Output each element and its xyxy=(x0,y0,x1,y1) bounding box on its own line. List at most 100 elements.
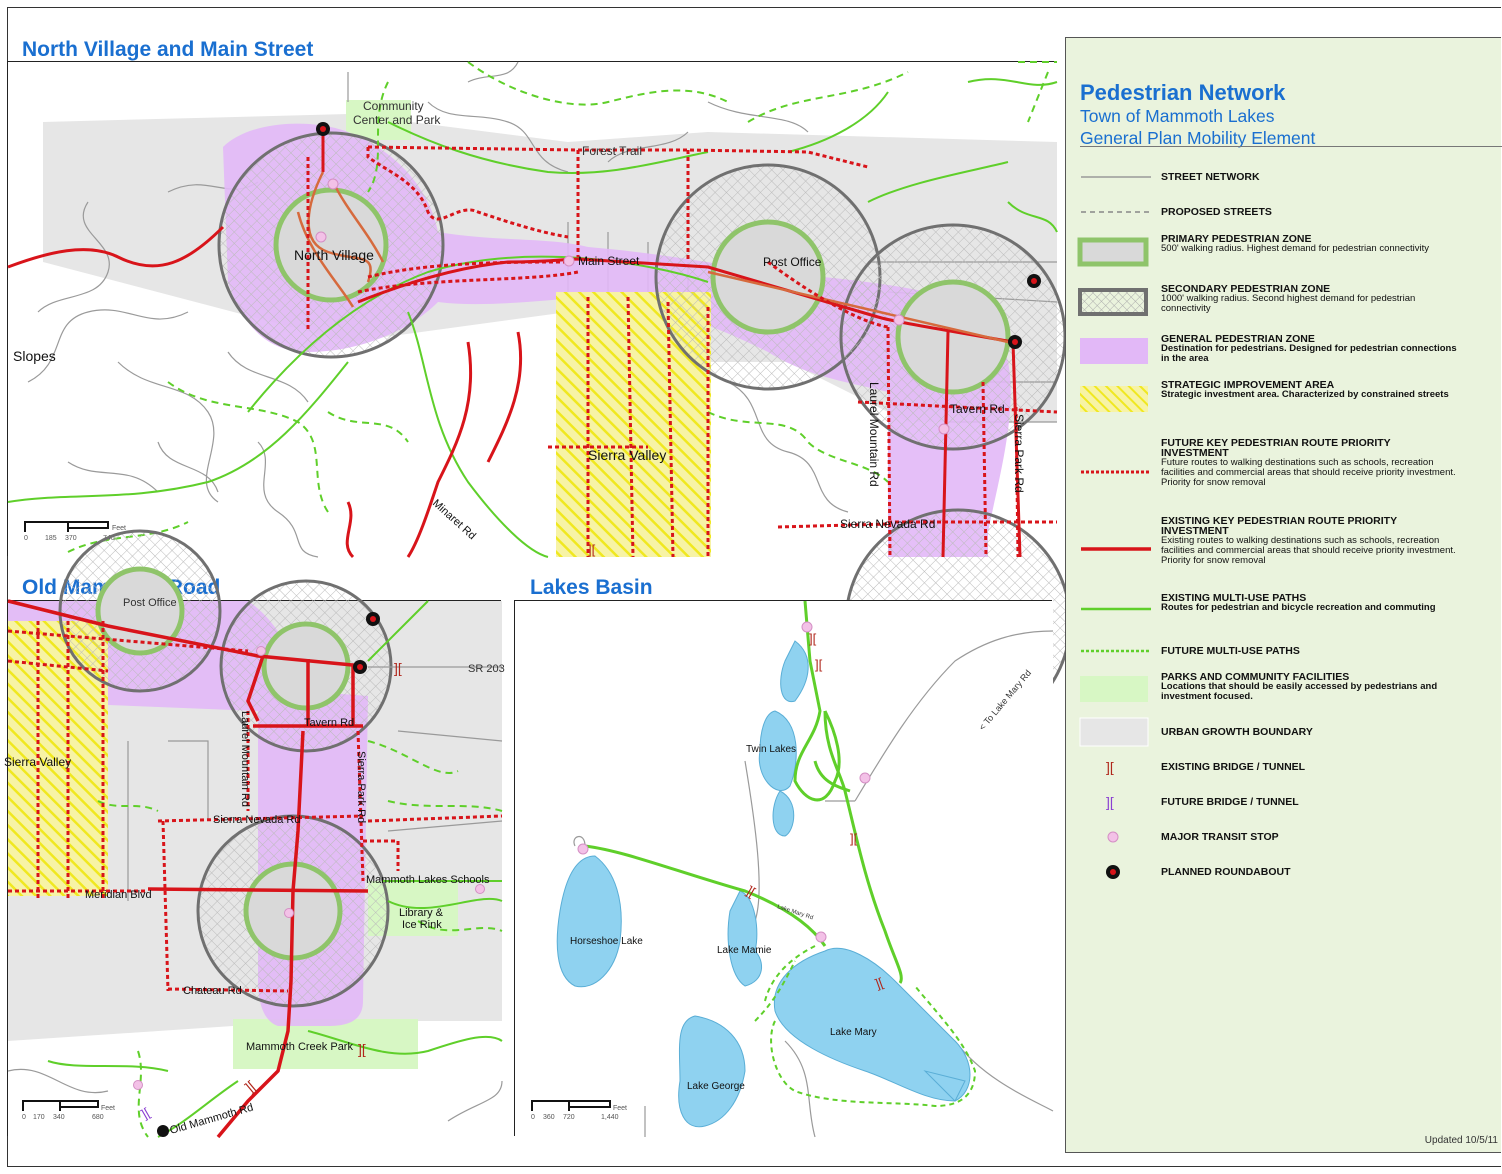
mammoth-creek-park xyxy=(233,1019,418,1069)
lakes-basin-title: Lakes Basin xyxy=(530,576,653,599)
legend-desc: Existing routes to walking destinations … xyxy=(1161,535,1456,566)
lakes xyxy=(556,640,971,1128)
svg-text:0: 0 xyxy=(531,1114,535,1121)
legend-label: SECONDARY PEDESTRIAN ZONE xyxy=(1161,283,1331,295)
transit-stops xyxy=(315,178,950,435)
legend-label: EXISTING MULTI-USE PATHS xyxy=(1161,592,1307,604)
old-mammoth-map[interactable]: ][ ][ ][ ][ Post Office SR 203 Laurel Mo… xyxy=(4,529,505,1139)
legend-subtitle-2: General Plan Mobility Element xyxy=(1080,128,1316,148)
legend-item-future-bridge: ][ FUTURE BRIDGE / TUNNEL xyxy=(1076,794,1496,810)
slopes-label: Slopes xyxy=(13,348,56,364)
legend-item-transit-stop: MAJOR TRANSIT STOP xyxy=(1076,829,1496,845)
svg-text:1,440: 1,440 xyxy=(601,1114,619,1121)
legend-label: PRIMARY PEDESTRIAN ZONE xyxy=(1161,233,1312,245)
chateau-rd-label: Chateau Rd xyxy=(183,985,242,997)
library-label: Library & xyxy=(399,907,444,919)
lakes-basin-map[interactable]: ][ ][ ][ ][ ][ < To Lake Mary Rd Twin La… xyxy=(514,600,1054,1138)
planned-roundabouts xyxy=(316,122,1041,349)
horseshoe-lake xyxy=(556,855,622,988)
forest-trail-label: Forest Trail xyxy=(582,144,642,158)
secondary-zone-swatch xyxy=(1076,284,1156,323)
svg-text:0: 0 xyxy=(22,1114,26,1121)
svg-text:720: 720 xyxy=(563,1114,575,1121)
legend-label: STRATEGIC IMPROVEMENT AREA xyxy=(1161,379,1335,391)
laurel-mountain-rd-label-2: Laurel Mountain Rd xyxy=(239,711,251,807)
sr203-label: SR 203 xyxy=(468,663,505,675)
legend-label: PLANNED ROUNDABOUT xyxy=(1161,866,1291,878)
twin-lakes xyxy=(758,710,797,792)
transit-stops-2 xyxy=(133,646,485,1090)
legend-desc: Routes for pedestrian and bicycle recrea… xyxy=(1161,602,1436,613)
bridge-icon-2: ][ xyxy=(394,660,402,676)
upper-twin-lake xyxy=(780,640,809,703)
page-border xyxy=(7,7,1501,1167)
legend-divider xyxy=(1080,146,1502,147)
legend-label: EXISTING KEY PEDESTRIAN ROUTE PRIORITY I… xyxy=(1161,515,1397,537)
svg-text:Feet: Feet xyxy=(101,1105,115,1112)
lake-mamie xyxy=(727,890,763,987)
svg-text:170: 170 xyxy=(33,1114,45,1121)
tavern-rd-label: Tavern Rd xyxy=(950,402,1005,416)
legend-label: URBAN GROWTH BOUNDARY xyxy=(1161,726,1313,738)
legend-desc: Strategic investment area. Characterized… xyxy=(1161,389,1449,400)
svg-text:][: ][ xyxy=(850,831,858,846)
legend-item-roundabout: PLANNED ROUNDABOUT xyxy=(1076,864,1496,880)
strategic-area-swatch xyxy=(1076,380,1156,419)
svg-text:Feet: Feet xyxy=(613,1105,627,1112)
tavern-rd-label-2: Tavern Rd xyxy=(304,717,354,729)
legend-desc: Destination for pedestrians. Designed fo… xyxy=(1161,343,1457,364)
primary-pedestrian-zones xyxy=(273,187,1011,395)
svg-text:185: 185 xyxy=(45,535,57,542)
meridian-blvd-label: Meridian Blvd xyxy=(85,889,152,901)
street-network-swatch xyxy=(1076,170,1156,189)
legend-item-future-key-route: FUTURE KEY PEDESTRIAN ROUTE PRIORITY INV… xyxy=(1076,438,1496,504)
svg-text:][: ][ xyxy=(1106,759,1114,775)
legend-item-urban-growth: URBAN GROWTH BOUNDARY xyxy=(1076,717,1496,747)
north-village-title: North Village and Main Street xyxy=(22,38,314,61)
legend-item-street-network: STREET NETWORK xyxy=(1076,170,1496,184)
sierra-park-rd-label-2: Sierra Park Rd xyxy=(355,751,367,823)
legend-item-existing-key-route: EXISTING KEY PEDESTRIAN ROUTE PRIORITY I… xyxy=(1076,516,1496,582)
svg-text:][: ][ xyxy=(815,657,823,672)
lake-mary-label: Lake Mary xyxy=(830,1027,877,1038)
existing-bridge-swatch: ][ xyxy=(1076,759,1156,780)
future-multi-use-paths xyxy=(67,61,1057,553)
post-office-label: Post Office xyxy=(763,255,822,269)
north-village-map[interactable]: ][ Community Center and Park Forest Trai… xyxy=(7,61,1072,736)
multi-use-paths-3 xyxy=(584,600,903,984)
main-street-label: Main Street xyxy=(578,254,640,268)
north-village-map-svg: ][ Community Center and Park Forest Trai… xyxy=(7,61,1072,736)
svg-text:680: 680 xyxy=(92,1114,104,1121)
svg-text:][: ][ xyxy=(1106,794,1114,810)
legend-item-proposed-streets: PROPOSED STREETS xyxy=(1076,205,1496,219)
svg-text:340: 340 xyxy=(53,1114,65,1121)
sierra-park-rd-label: Sierra Park Rd xyxy=(1012,414,1026,493)
legend-panel: Pedestrian Network Town of Mammoth Lakes… xyxy=(1065,37,1502,1153)
future-bridge-swatch: ][ xyxy=(1076,794,1156,815)
multi-use-paths-2 xyxy=(47,600,503,1138)
planned-roundabouts-2 xyxy=(157,612,380,1137)
legend-item-existing-bridge: ][ EXISTING BRIDGE / TUNNEL xyxy=(1076,759,1496,775)
sierra-nevada-rd-label: Sierra Nevada Rd xyxy=(840,517,935,531)
legend-label: PROPOSED STREETS xyxy=(1161,206,1272,218)
updated-date: Updated 10/5/11 xyxy=(1424,1135,1498,1146)
lakes-basin-map-svg: ][ ][ ][ ][ ][ < To Lake Mary Rd Twin La… xyxy=(515,600,1054,1138)
legend-label: FUTURE KEY PEDESTRIAN ROUTE PRIORITY INV… xyxy=(1161,437,1391,459)
mammoth-creek-park-label: Mammoth Creek Park xyxy=(246,1041,353,1053)
svg-text:360: 360 xyxy=(543,1114,555,1121)
north-village-label: North Village xyxy=(294,247,374,263)
lake-mamie-label: Lake Mamie xyxy=(717,945,772,956)
future-key-route-swatch xyxy=(1076,438,1156,509)
post-office-label-2: Post Office xyxy=(123,597,177,609)
legend-label: STREET NETWORK xyxy=(1161,171,1260,183)
community-center-label: Community xyxy=(363,99,424,113)
scale-bar-3: Feet 0 360 720 1,440 xyxy=(531,1100,627,1121)
legend-label: FUTURE MULTI-USE PATHS xyxy=(1161,645,1300,657)
legend-title: Pedestrian Network xyxy=(1080,80,1286,105)
svg-text:370: 370 xyxy=(65,535,77,542)
